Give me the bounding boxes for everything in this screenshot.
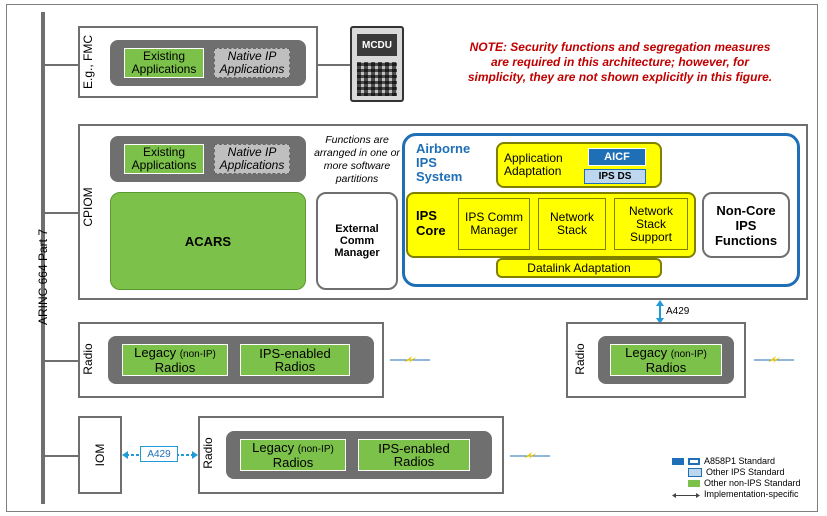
radio3-legacy-main: Legacy	[252, 440, 295, 455]
network-stack: Network Stack	[538, 198, 606, 250]
radio1-label: Radio	[81, 343, 95, 375]
ips-title-line-1: Airborne	[416, 141, 471, 156]
partitions-note: Functions are arranged in one or more so…	[314, 134, 400, 185]
radio2-legacy-main: Legacy	[625, 345, 668, 360]
radio1-legacy-sub: (non-IP)	[179, 349, 216, 360]
radio2-signal-icon	[754, 352, 794, 366]
fmc-existing-apps: Existing Applications	[124, 48, 204, 78]
legend-other-non-ips-swatch	[688, 480, 700, 487]
ips-ds-box: IPS DS	[584, 169, 646, 184]
radio2-label: Radio	[573, 343, 587, 375]
radio3-legacy-sub: (non-IP)	[297, 444, 334, 455]
connector-iom	[45, 455, 78, 457]
legend-other-non-ips-label: Other non-IPS Standard	[704, 478, 801, 488]
radio3-legacy: Legacy (non-IP) Radios	[240, 439, 346, 471]
note-line-3: simplicity, they are not shown explicitl…	[467, 70, 773, 84]
diagram-frame	[6, 4, 818, 512]
radio1-legacy-main: Legacy	[134, 345, 177, 360]
connector-fmc	[45, 64, 78, 66]
radio2-legacy-line2: Radios	[645, 360, 687, 375]
fmc-native-apps: Native IP Applications	[214, 48, 290, 78]
note-line-2: are required in this architecture; howev…	[490, 55, 750, 69]
ips-title-line-2: IPS	[416, 155, 437, 170]
radio1-legacy: Legacy (non-IP) Radios	[122, 344, 228, 376]
radio2-legacy: Legacy (non-IP) Radios	[610, 344, 722, 376]
app-adaptation-label: Application Adaptation	[504, 151, 563, 178]
mcdu-screen: MCDU	[357, 34, 397, 56]
legend-other-ips-label: Other IPS Standard	[706, 467, 785, 477]
ips-comm-manager: IPS Comm Manager	[458, 198, 530, 250]
note-text: NOTE: Security functions and segregation…	[420, 40, 820, 85]
connector-cpiom	[45, 212, 78, 214]
radio3-ips-enabled: IPS-enabled Radios	[358, 439, 470, 471]
legend-a858-label: A858P1 Standard	[704, 456, 776, 466]
radio1-legacy-line2: Radios	[154, 360, 196, 375]
radio3-legacy-line2: Radios	[272, 455, 314, 470]
legend-impl-arrow-icon	[672, 491, 700, 498]
note-line-1: NOTE: Security functions and segregation…	[469, 40, 771, 54]
cpiom-existing-apps: Existing Applications	[124, 144, 204, 174]
a429-vertical-arrow	[654, 300, 666, 324]
iom-a429-arrow	[122, 448, 198, 460]
legend-impl-label: Implementation-specific	[704, 489, 799, 499]
legend-other-ips: Other IPS Standard	[672, 467, 812, 478]
radio1-ips-enabled: IPS-enabled Radios	[240, 344, 350, 376]
aicf-box: AICF	[588, 148, 646, 166]
legend-impl: Implementation-specific	[672, 489, 812, 500]
legend: A858P1 Standard Other IPS Standard Other…	[672, 456, 812, 500]
legend-other-ips-swatch	[688, 468, 702, 477]
legend-a858-swatch	[672, 458, 684, 465]
radio2-legacy-sub: (non-IP)	[670, 349, 707, 360]
mcdu-icon: MCDU	[350, 26, 404, 102]
external-comm-manager: External Comm Manager	[316, 192, 398, 290]
ips-system-title: Airborne IPS System	[416, 142, 470, 184]
legend-other-non-ips: Other non-IPS Standard	[672, 478, 812, 489]
ips-core-label: IPS Core	[416, 208, 446, 238]
connector-radio1	[45, 360, 78, 362]
ips-title-line-3: System	[416, 169, 463, 184]
arinc-bus-label: ARINC 664 Part 7	[36, 228, 50, 326]
radio3-label: Radio	[201, 437, 215, 469]
a429-vertical-label: A429	[666, 306, 690, 317]
iom-label: IOM	[93, 443, 107, 467]
iom-a429-label: A429	[140, 446, 178, 462]
arinc-bus-line	[41, 12, 45, 504]
non-core-ips-functions: Non-Core IPS Functions	[702, 192, 790, 258]
legend-a858-swatch-outline	[688, 458, 700, 465]
mcdu-keypad	[357, 62, 397, 96]
fmc-label: E.g., FMC	[81, 35, 95, 90]
iom-box	[78, 416, 122, 494]
cpiom-label: CPIOM	[81, 187, 95, 227]
fmc-mcdu-link	[318, 64, 350, 66]
network-stack-support: Network Stack Support	[614, 198, 688, 250]
datalink-adaptation: Datalink Adaptation	[496, 258, 662, 278]
acars-box: ACARS	[110, 192, 306, 290]
radio1-signal-icon	[390, 352, 430, 366]
radio3-signal-icon	[510, 448, 550, 462]
cpiom-native-apps: Native IP Applications	[214, 144, 290, 174]
legend-a858: A858P1 Standard	[672, 456, 812, 467]
